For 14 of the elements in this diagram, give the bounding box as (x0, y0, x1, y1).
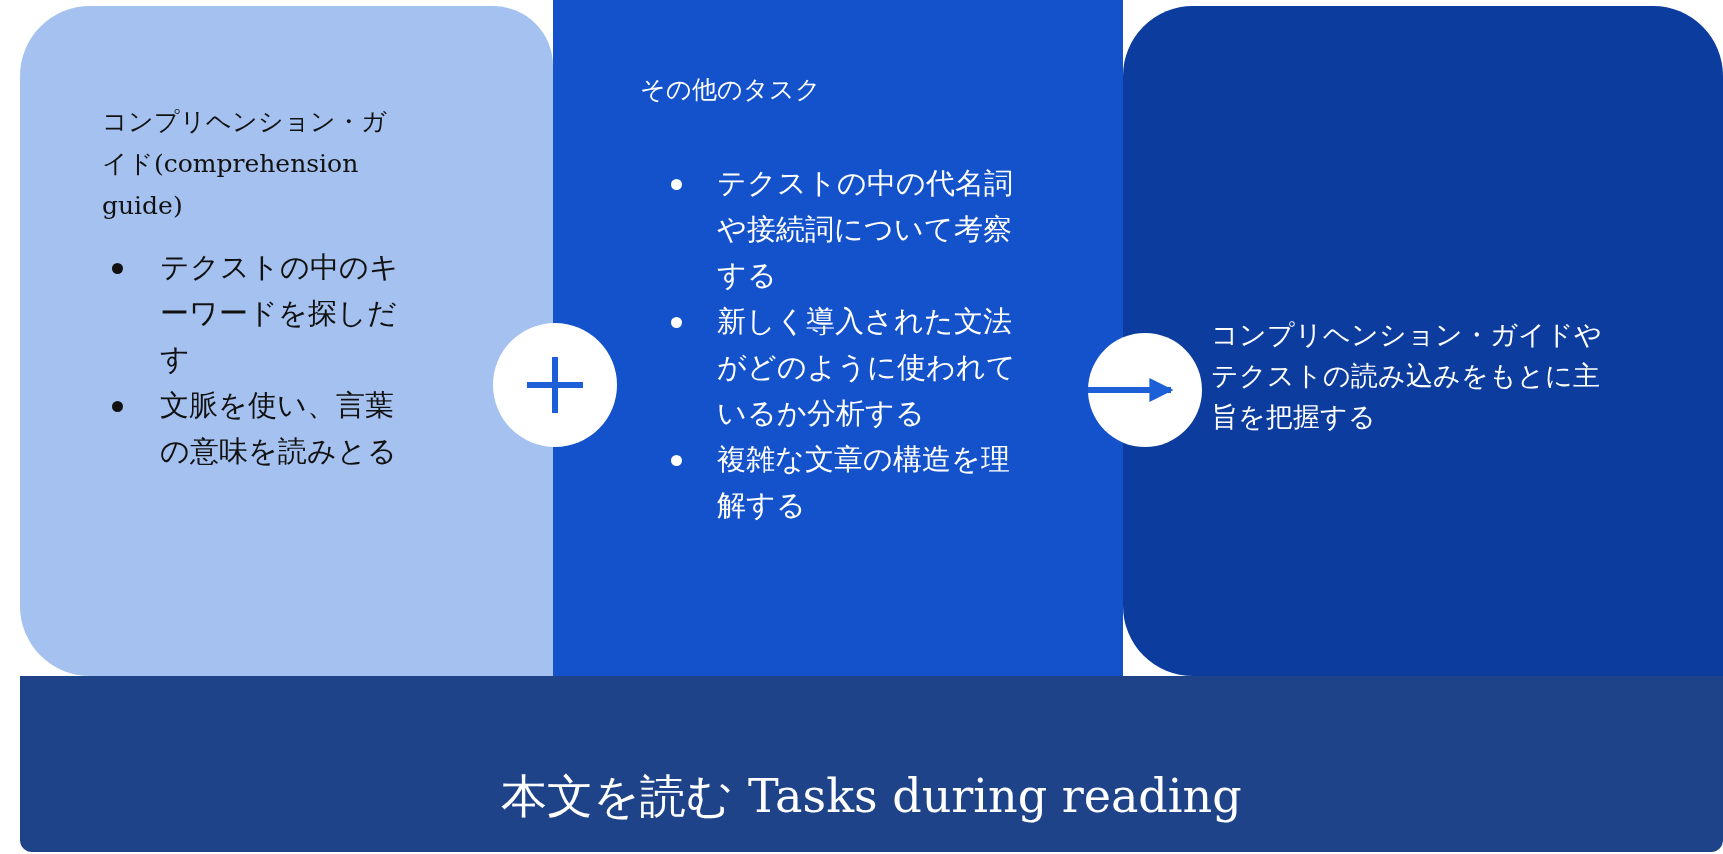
title-band (20, 676, 1723, 852)
panel (553, 0, 1123, 676)
panel (20, 6, 553, 676)
title-text: 本文を読む Tasks during reading (500, 768, 1243, 824)
heading-text: コンプリヘンション・ガイド(comprehension guide) (102, 106, 388, 222)
panel (1123, 6, 1723, 676)
list-item-text: テクストの中の代名詞や接続詞について考察する (717, 165, 1014, 294)
result-text: コンプリヘンション・ガイドやテクストの読み込みをもとに主旨を把握する (1211, 318, 1603, 434)
list-item-text: 文脈を使い、言葉の意味を読みとる (160, 387, 398, 470)
heading-text: その他のタスク (640, 74, 822, 106)
arrow (1088, 378, 1174, 402)
list-item-text: 新しく導入された文法がどのように使われているか分析する (717, 303, 1017, 432)
list-item-text: テクストの中のキーワードを探しだす (160, 249, 400, 378)
list-item-text: 複雑な文章の構造を理解する (717, 441, 1011, 524)
